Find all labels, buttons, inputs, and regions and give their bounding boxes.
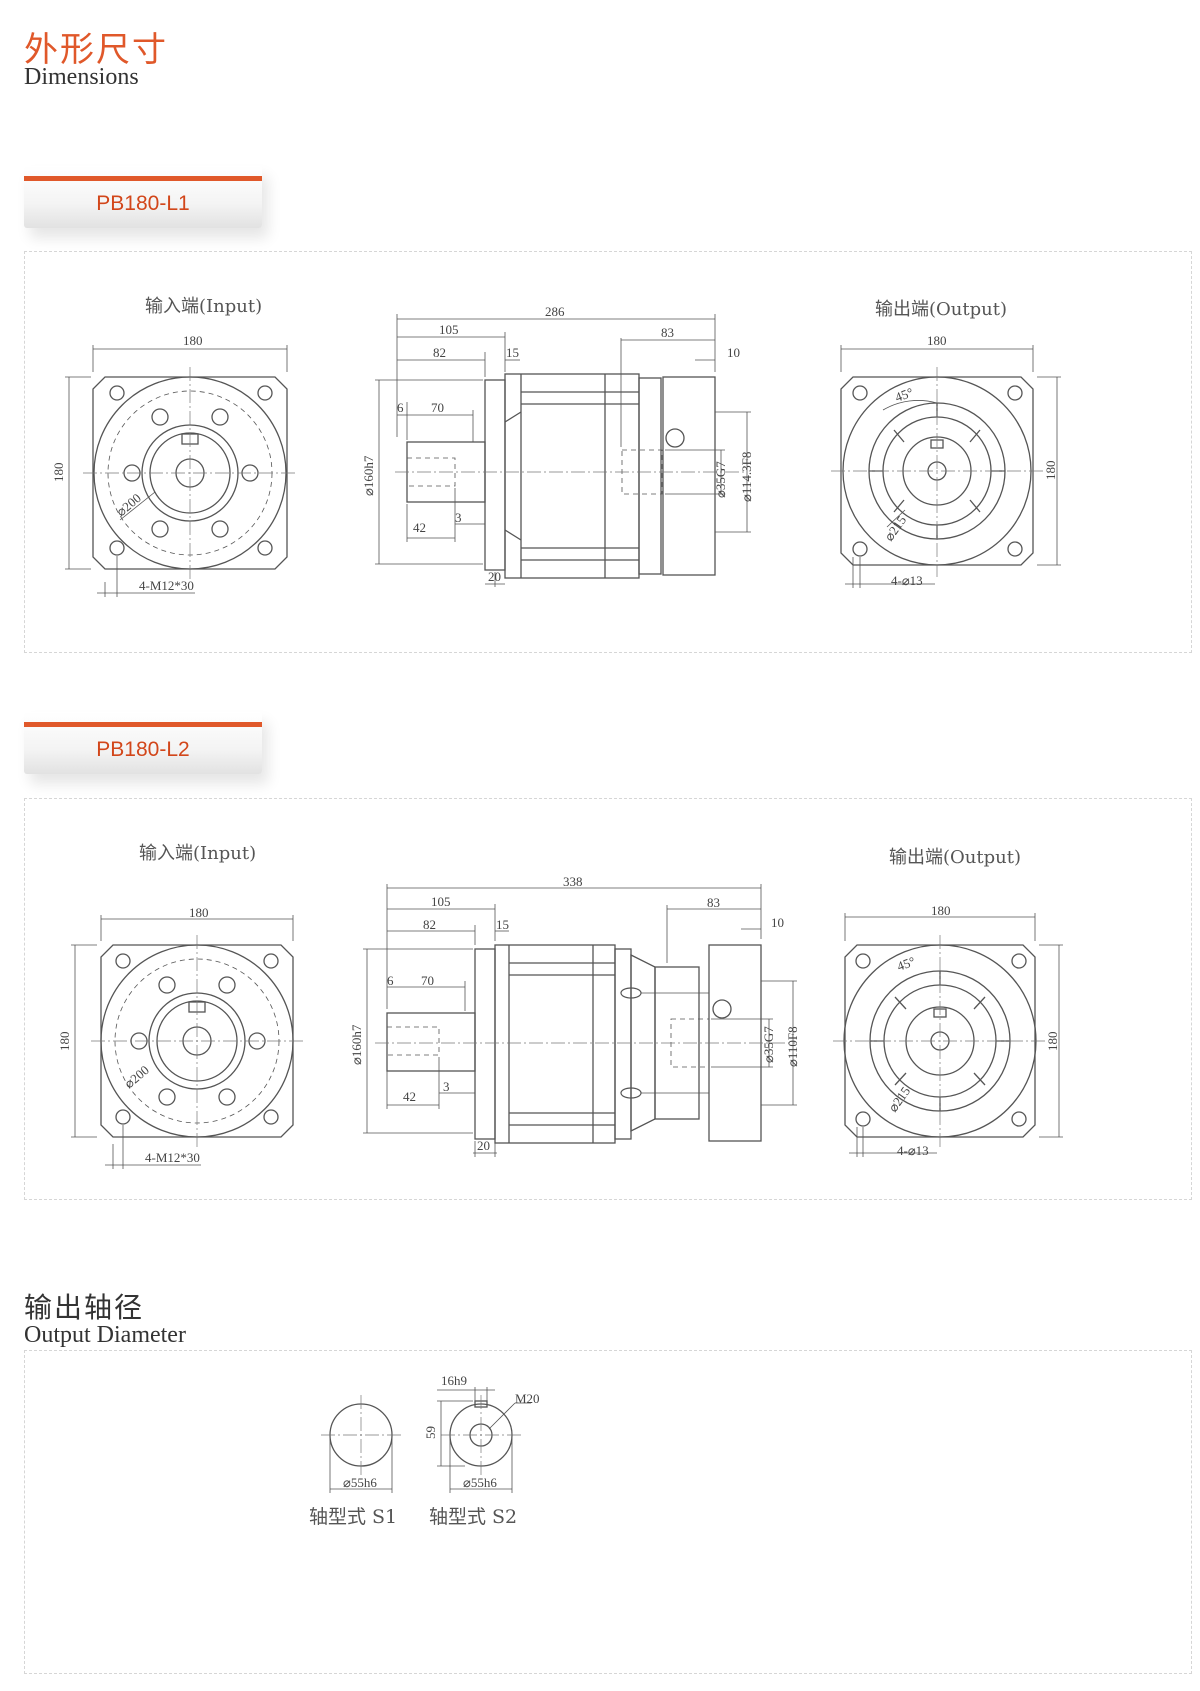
output-flange-view [833, 913, 1063, 1157]
dim-160h7: ⌀160h7 [361, 455, 376, 496]
dim-114f8: ⌀114.3F8 [739, 452, 754, 502]
dim-total-length: 286 [545, 304, 565, 319]
side-view [363, 884, 797, 1157]
dim-160h7: ⌀160h7 [349, 1024, 364, 1065]
dim-6: 6 [387, 973, 394, 988]
dim-output-height: 180 [1043, 461, 1058, 481]
dim-output-angle: 45° [893, 384, 915, 404]
tab-accent-bar [24, 176, 262, 181]
shaft-drawing: ⌀55h6 轴型式 S1 16h9 M20 59 ⌀55h6 轴型式 S2 [309, 1373, 540, 1528]
output-diameter-panel: ⌀55h6 轴型式 S1 16h9 M20 59 ⌀55h6 轴型式 S2 [24, 1350, 1192, 1674]
dim-total-length: 338 [563, 874, 583, 889]
model-label: PB180-L2 [96, 738, 190, 761]
input-flange-view [65, 345, 297, 597]
technical-drawing-l1: 输入端(Input) 180 180 ⌀200 4-M12*30 [51, 296, 1061, 597]
dim-20: 20 [488, 569, 501, 584]
model-label: PB180-L1 [96, 192, 190, 215]
dim-42: 42 [403, 1089, 416, 1104]
dim-output-pcd: ⌀215 [885, 1084, 913, 1115]
dim-110f8: ⌀110F8 [785, 1026, 800, 1067]
dim-3: 3 [455, 510, 462, 525]
technical-drawing-l2: 输入端(Input) 180 180 ⌀200 4-M12*30 [57, 843, 1063, 1169]
dim-10: 10 [727, 345, 740, 360]
output-view-label: 输出端(Output) [875, 299, 1007, 320]
dim-3: 3 [443, 1079, 450, 1094]
dim-70: 70 [421, 973, 434, 988]
dim-output-height: 180 [1045, 1032, 1060, 1052]
dim-input-pcd: ⌀200 [113, 490, 144, 519]
s2-thread: M20 [515, 1391, 540, 1406]
s2-key-width: 16h9 [441, 1373, 467, 1388]
dim-output-pcd: ⌀215 [881, 513, 909, 544]
s2-diameter: ⌀55h6 [463, 1475, 497, 1490]
page-title: 外形尺寸 [24, 30, 168, 70]
dim-15: 15 [506, 345, 519, 360]
input-flange-view [71, 915, 303, 1169]
dim-82: 82 [423, 917, 436, 932]
dim-20: 20 [477, 1138, 490, 1153]
dim-42: 42 [413, 520, 426, 535]
dim-105: 105 [439, 322, 459, 337]
dim-105: 105 [431, 894, 451, 909]
dim-83: 83 [707, 895, 720, 910]
s1-label: 轴型式 S1 [309, 1506, 397, 1528]
dim-output-width: 180 [927, 333, 947, 348]
dim-input-width: 180 [189, 905, 209, 920]
input-view-label: 输入端(Input) [145, 296, 262, 317]
dim-input-holes: 4-M12*30 [145, 1150, 200, 1165]
dim-output-angle: 45° [895, 953, 917, 973]
input-view-label: 输入端(Input) [139, 843, 256, 864]
s1-diameter: ⌀55h6 [343, 1475, 377, 1490]
dim-input-pcd: ⌀200 [121, 1062, 152, 1091]
dim-35g7: ⌀35G7 [713, 461, 728, 498]
dim-35g7: ⌀35G7 [761, 1026, 776, 1063]
drawing-panel-pb180-l1: 输入端(Input) 180 180 ⌀200 4-M12*30 [24, 251, 1192, 653]
drawing-panel-pb180-l2: 输入端(Input) 180 180 ⌀200 4-M12*30 [24, 798, 1192, 1200]
page-subtitle: Dimensions [24, 64, 139, 90]
dim-output-holes: 4-⌀13 [891, 573, 923, 588]
dim-input-holes: 4-M12*30 [139, 578, 194, 593]
output-flange-view [831, 345, 1061, 588]
output-view-label: 输出端(Output) [889, 847, 1021, 868]
tab-accent-bar [24, 722, 262, 727]
dim-input-height: 180 [51, 463, 66, 483]
shaft-s1-drawing [321, 1395, 401, 1493]
dim-input-width: 180 [183, 333, 203, 348]
s2-height: 59 [423, 1426, 438, 1439]
output-diameter-subtitle: Output Diameter [24, 1322, 186, 1348]
dim-70: 70 [431, 400, 444, 415]
dim-6: 6 [397, 400, 404, 415]
dim-15: 15 [496, 917, 509, 932]
dim-output-holes: 4-⌀13 [897, 1143, 929, 1158]
dim-82: 82 [433, 345, 446, 360]
output-diameter-title: 输出轴径 [24, 1291, 145, 1324]
s2-label: 轴型式 S2 [429, 1506, 517, 1528]
dim-output-width: 180 [931, 903, 951, 918]
model-tab-pb180-l1[interactable]: PB180-L1 [24, 166, 262, 228]
dim-10: 10 [771, 915, 784, 930]
side-view [375, 314, 751, 587]
dim-input-height: 180 [57, 1032, 72, 1052]
dim-83: 83 [661, 325, 674, 340]
shaft-s2-drawing [437, 1387, 531, 1493]
model-tab-pb180-l2[interactable]: PB180-L2 [24, 712, 262, 774]
